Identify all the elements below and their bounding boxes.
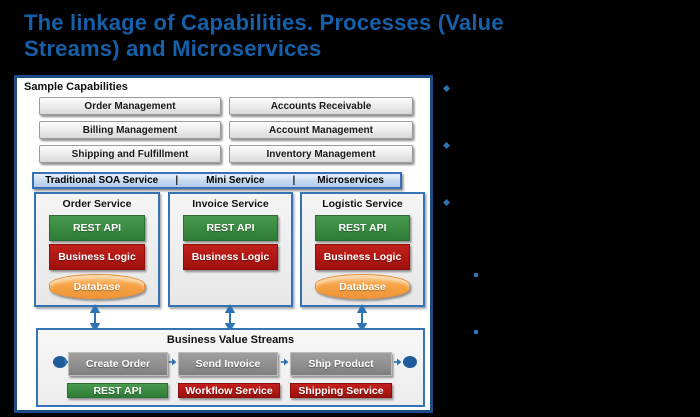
- database-label: Database: [73, 280, 121, 293]
- banner-item-microservices: Microservices: [317, 175, 384, 186]
- rest-api-layer: REST API: [183, 215, 278, 241]
- stream-service-shipping: Shipping Service: [290, 383, 392, 398]
- step-create-order: Create Order: [68, 352, 168, 376]
- service-box-invoice: Invoice Service REST API Business Logic: [168, 192, 293, 307]
- business-logic-layer: Business Logic: [315, 244, 410, 270]
- business-logic-layer: Business Logic: [49, 244, 145, 270]
- database-cylinder: Database: [315, 274, 410, 299]
- stream-service-rest-api: REST API: [67, 383, 168, 398]
- step-ship-product: Ship Product: [290, 352, 392, 376]
- database-label: Database: [339, 280, 386, 293]
- service-title: Order Service: [62, 198, 132, 210]
- section-label: Sample Capabilities: [24, 81, 128, 93]
- database-cylinder: Database: [49, 274, 145, 299]
- rest-api-layer: REST API: [315, 215, 410, 241]
- capabilities-grid: Order Management Accounts Receivable Bil…: [39, 97, 415, 163]
- banner-item-mini-service: Mini Service: [206, 175, 265, 186]
- flow-start-node: [53, 356, 67, 368]
- square-bullet-icon: [474, 273, 478, 277]
- page-title-line1: The linkage of Capabilities. Processes (…: [24, 10, 504, 35]
- page-title: The linkage of Capabilities. Processes (…: [24, 10, 504, 62]
- service-title: Invoice Service: [192, 198, 269, 210]
- stream-service-workflow: Workflow Service: [178, 383, 280, 398]
- service-title: Logistic Service: [322, 198, 403, 210]
- rest-api-layer: REST API: [49, 215, 145, 241]
- value-streams-title: Business Value Streams: [166, 334, 295, 346]
- banner-separator: |: [175, 175, 179, 186]
- service-box-order: Order Service REST API Business Logic Da…: [34, 192, 160, 307]
- banner-item-traditional-soa: Traditional SOA Service: [45, 175, 159, 186]
- capability-accounts-receivable: Accounts Receivable: [229, 97, 413, 115]
- business-logic-layer: Business Logic: [183, 244, 278, 270]
- business-value-streams-box: Business Value Streams Create Order Send…: [36, 328, 425, 407]
- capability-account-management: Account Management: [229, 121, 413, 139]
- banner-separator: |: [292, 175, 296, 186]
- step-send-invoice: Send Invoice: [178, 352, 278, 376]
- capability-inventory-management: Inventory Management: [229, 145, 413, 163]
- page-title-line2: Streams) and Microservices: [24, 36, 322, 61]
- square-bullet-icon: [474, 330, 478, 334]
- capability-billing-management: Billing Management: [39, 121, 221, 139]
- service-box-logistic: Logistic Service REST API Business Logic…: [300, 192, 425, 307]
- diamond-bullet-icon: [442, 84, 451, 93]
- capability-order-management: Order Management: [39, 97, 221, 115]
- capability-shipping-fulfillment: Shipping and Fulfillment: [39, 145, 221, 163]
- diagram-frame: Sample Capabilities Order Management Acc…: [14, 75, 433, 413]
- flow-end-node: [403, 356, 417, 368]
- service-types-banner: Traditional SOA Service | Mini Service |…: [32, 172, 402, 189]
- diamond-bullet-icon: [442, 141, 451, 150]
- diamond-bullet-icon: [442, 198, 451, 207]
